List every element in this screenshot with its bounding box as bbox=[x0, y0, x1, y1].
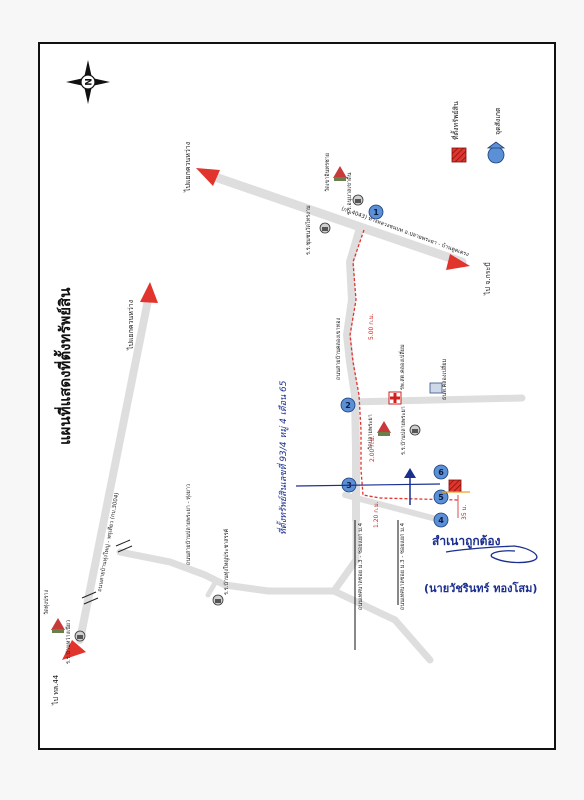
landmark-marker-6: 6 bbox=[433, 464, 449, 480]
main-road bbox=[213, 173, 467, 267]
place-label-temple-top: วัดเขาอินทรชาย bbox=[324, 153, 331, 192]
legend-landmark-swatch bbox=[487, 146, 505, 164]
landmark-marker-5: 5 bbox=[433, 489, 449, 505]
legend-property-swatch bbox=[451, 147, 467, 163]
landmarks: 123456 bbox=[340, 204, 449, 528]
landmark-circle-icon bbox=[368, 204, 384, 220]
north-compass: N bbox=[66, 60, 110, 104]
landmark-marker-1: 1 bbox=[368, 204, 384, 220]
legend-landmark-label: จุดสังเกต bbox=[494, 107, 502, 135]
post-office-icon bbox=[429, 382, 443, 394]
legend-landmark-arrow-icon bbox=[486, 141, 506, 149]
road-label-bottom-2: ถนนเทศบาลซอย ม.3 - ซอยแยก ม.4 bbox=[399, 522, 406, 610]
arrowhead-top-left bbox=[196, 168, 220, 186]
handwritten-pointer-line bbox=[295, 483, 441, 487]
road-network bbox=[76, 173, 526, 664]
destination-top-mid: ไปแยกควนหว่าง bbox=[126, 300, 135, 351]
temple-icon bbox=[333, 166, 347, 181]
place-icons bbox=[51, 166, 443, 642]
signer-name: (นายวัชรินทร์ ทองโสม) bbox=[424, 581, 537, 595]
distance-label-mid: 2.00 ก.ม. bbox=[369, 435, 376, 462]
pointer-arrowhead bbox=[404, 468, 416, 478]
road-center bbox=[342, 492, 443, 523]
property-marker bbox=[442, 479, 470, 493]
property-hatched-square bbox=[448, 479, 462, 493]
legend-property-label: ที่ตั้งทรัพย์สิน bbox=[449, 101, 460, 140]
landmark-circle-icon bbox=[433, 464, 449, 480]
road-south bbox=[330, 516, 360, 595]
place-label-school-left: ร.ร.บ้านทุ่งใหญ่ประชาสรรค์ bbox=[223, 528, 230, 595]
road-crossing-marks bbox=[81, 539, 133, 605]
road-label-left-2: ถนนสายบ้านปลายพระยา - ทุ่งยาว bbox=[185, 484, 192, 565]
distance-label-short: 35 ม. bbox=[461, 505, 468, 520]
place-label-post-office: ธนพ.คลองเปลี่ยม bbox=[440, 359, 448, 400]
road-southeast bbox=[330, 587, 434, 664]
road-left-mid bbox=[116, 548, 338, 595]
arrowhead-bottom-left bbox=[62, 640, 86, 660]
compass-n-label: N bbox=[85, 78, 95, 86]
road-left-long bbox=[76, 296, 152, 644]
destination-top-left: ไปแยกควนหว่าง bbox=[183, 142, 192, 193]
vertical-road bbox=[342, 224, 364, 524]
school-icon bbox=[352, 194, 364, 206]
east-branch-road bbox=[346, 394, 526, 406]
stamp-text: สำเนาถูกต้อง bbox=[432, 534, 501, 549]
place-label-school-top2: ร.ร.ชุมชนวัดไทรงาม bbox=[305, 205, 312, 255]
landmark-marker-4: 4 bbox=[433, 512, 449, 528]
school-icon bbox=[409, 424, 421, 436]
landmark-circle-icon bbox=[340, 397, 356, 413]
legend: ที่ตั้งทรัพย์สิน จุดสังเกต bbox=[449, 101, 506, 164]
arrowhead-bottom-right bbox=[446, 254, 470, 270]
temple-icon bbox=[51, 618, 65, 633]
landmark-number: 6 bbox=[438, 468, 444, 477]
destination-bottom-left: ไป ทล.44 bbox=[51, 674, 60, 706]
destination-bottom-right: ไป จ.กระบี่ bbox=[483, 262, 492, 296]
signature-scribble bbox=[445, 545, 538, 564]
map-title: แผนที่แสดงที่ตั้งทรัพย์สิน bbox=[53, 287, 74, 445]
handwritten-note: ที่ตั้งทรัพย์สินเลขที่ 93/4 หมู่ 4 เดือน… bbox=[276, 380, 289, 535]
landmark-circle-icon bbox=[433, 512, 449, 528]
place-label-temple-mid: วัดปลายพระยา bbox=[367, 414, 374, 450]
place-label-school-top: ร.ร.อนุบาลเขาดิน bbox=[346, 172, 353, 215]
landmark-marker-2: 2 bbox=[340, 397, 356, 413]
place-label-school-left2: ร.ร.บ้านหว่างเนียว bbox=[65, 620, 72, 664]
road-label-vertical: ถนนสายบ้านคลองเขาทอง bbox=[335, 317, 342, 380]
landmark-circle-icon bbox=[433, 489, 449, 505]
place-label-school-mid: ร.ร.บ้านปลายพระยา bbox=[400, 406, 407, 455]
landmark-number: 5 bbox=[438, 493, 444, 502]
road-label-bottom-1: ถนนเทศบาลซอย ม.3 - ซอยแยก ม.4 bbox=[357, 522, 364, 610]
place-label-hospital: รพ.สต.คลองเปลี่ยม bbox=[398, 344, 406, 390]
place-label-temple-left: วัดทุ่งปราง bbox=[43, 589, 50, 615]
distance-label-low: 1.20 ก.ม. bbox=[373, 501, 380, 528]
school-icon bbox=[212, 594, 224, 606]
landmark-number: 4 bbox=[438, 516, 444, 525]
arrowhead-top-mid bbox=[140, 282, 158, 303]
temple-icon bbox=[377, 421, 391, 436]
school-icon bbox=[319, 222, 331, 234]
arrowheads bbox=[62, 168, 470, 660]
school-icon bbox=[74, 630, 86, 642]
distance-label-top: 5.00 ก.ม. bbox=[368, 313, 375, 340]
landmark-number: 2 bbox=[345, 401, 351, 410]
road-west-small bbox=[205, 580, 218, 598]
landmark-number: 1 bbox=[373, 208, 379, 217]
hospital-icon bbox=[388, 391, 402, 405]
